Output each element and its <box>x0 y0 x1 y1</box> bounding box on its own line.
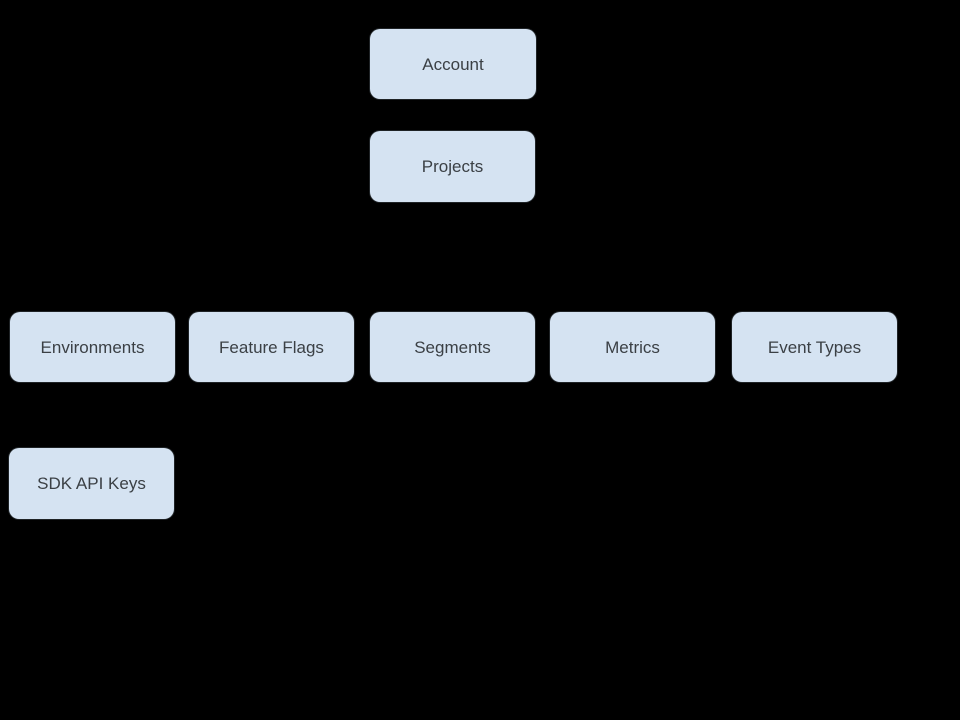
node-account: Account <box>370 29 536 99</box>
node-environments: Environments <box>10 312 175 382</box>
node-sdk-api-keys-label: SDK API Keys <box>37 474 146 493</box>
node-metrics-label: Metrics <box>605 337 660 357</box>
node-environments-label: Environments <box>40 337 145 357</box>
node-event-types: Event Types <box>732 312 897 382</box>
node-segments-label: Segments <box>414 337 491 357</box>
node-event-types-label: Event Types <box>767 337 862 357</box>
node-feature-flags: Feature Flags <box>189 312 354 382</box>
node-projects: Projects <box>370 131 535 202</box>
node-metrics: Metrics <box>550 312 715 382</box>
node-sdk-api-keys: SDK API Keys <box>9 448 174 519</box>
node-projects-label: Projects <box>421 157 484 176</box>
node-segments: Segments <box>370 312 535 382</box>
node-feature-flags-label: Feature Flags <box>219 337 324 357</box>
node-account-label: Account <box>422 54 484 74</box>
